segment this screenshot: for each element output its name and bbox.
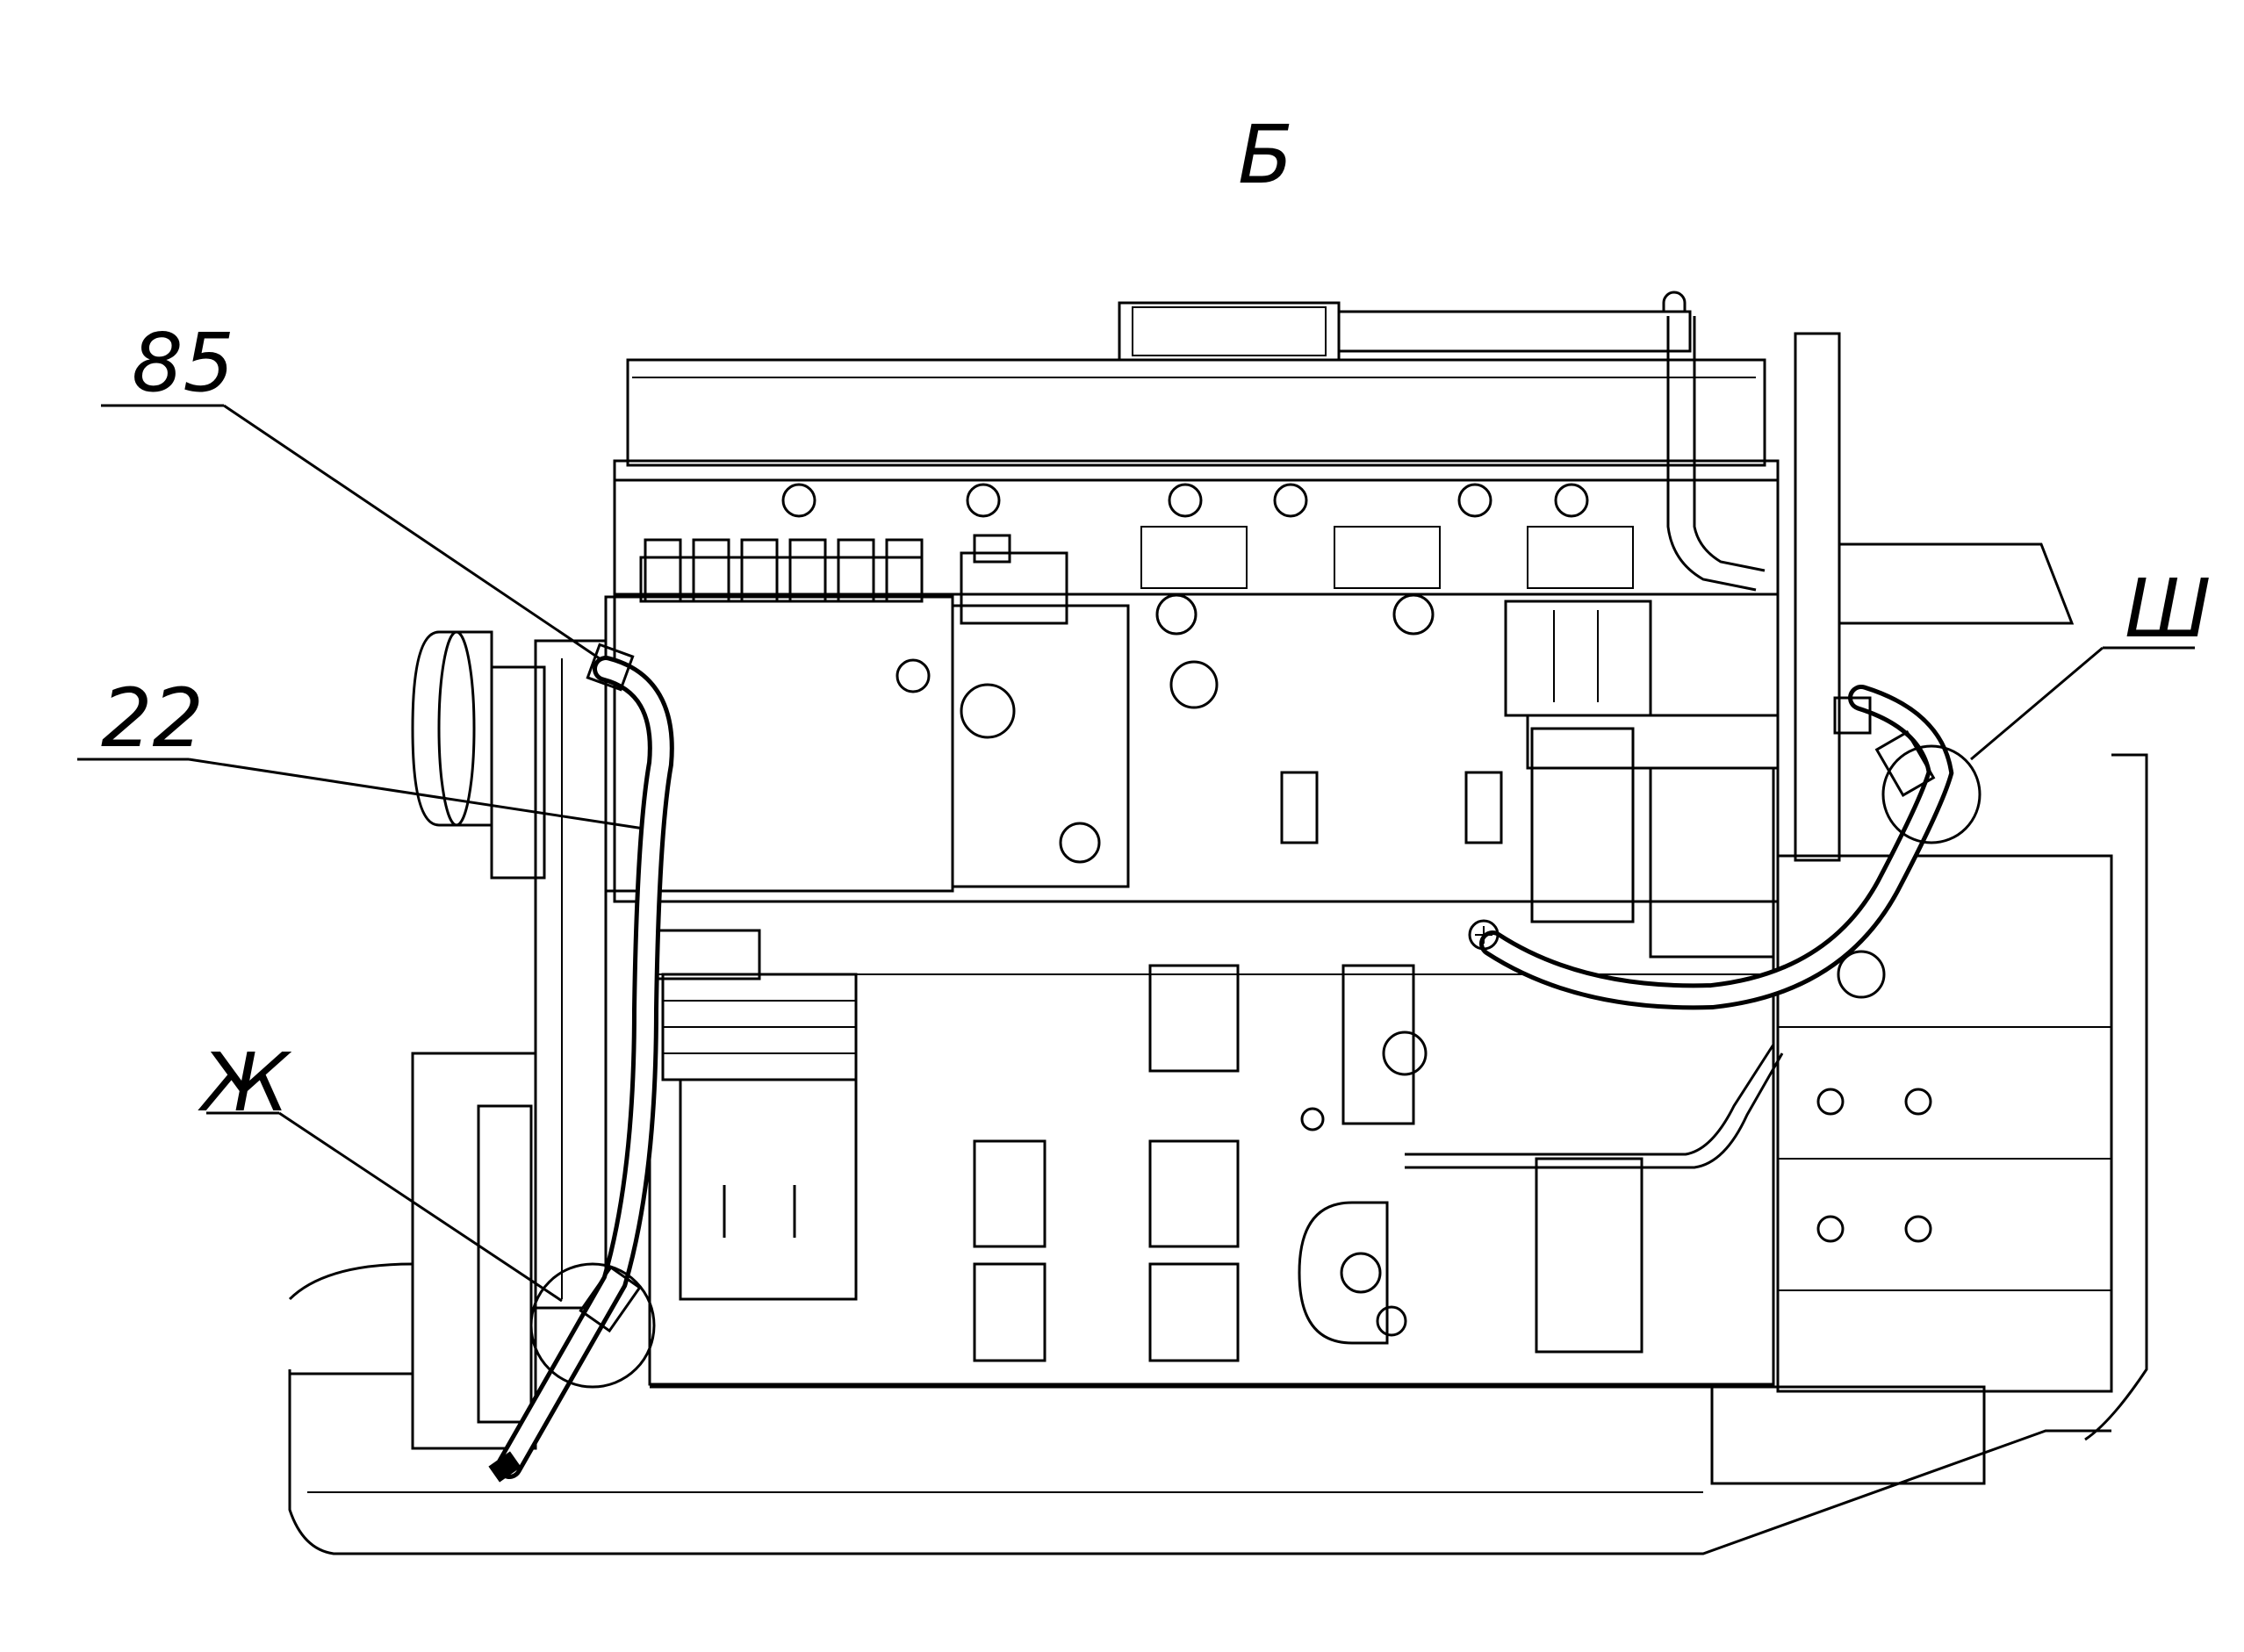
callout-85-label: 85 — [132, 316, 234, 410]
leader-sh — [1970, 646, 2195, 761]
vent-pipe — [1666, 316, 1766, 592]
callout-22-label: 22 — [101, 672, 204, 765]
detail-sh-circle — [1881, 744, 1981, 844]
oil-pan-rail — [288, 1262, 2111, 1555]
hose-22 — [488, 643, 674, 1483]
valve-cover — [613, 291, 1780, 482]
callout-zh-label: Ж — [198, 1036, 292, 1130]
view-label: Б — [1238, 108, 1293, 202]
right-frame — [1710, 332, 2148, 1485]
leader-22 — [77, 758, 651, 831]
oil-line — [1405, 1044, 1784, 1169]
injection-pump — [604, 534, 1130, 893]
leader-zh — [206, 1111, 563, 1303]
detail-zh-circle — [529, 1262, 656, 1389]
leader-85 — [101, 404, 607, 664]
hose-sh — [1468, 685, 1954, 1010]
fuel-filter — [1504, 600, 1780, 959]
callout-sh-label: Ш — [2125, 562, 2211, 656]
air-compressor — [652, 929, 858, 1301]
pulley-assembly — [411, 630, 608, 1450]
